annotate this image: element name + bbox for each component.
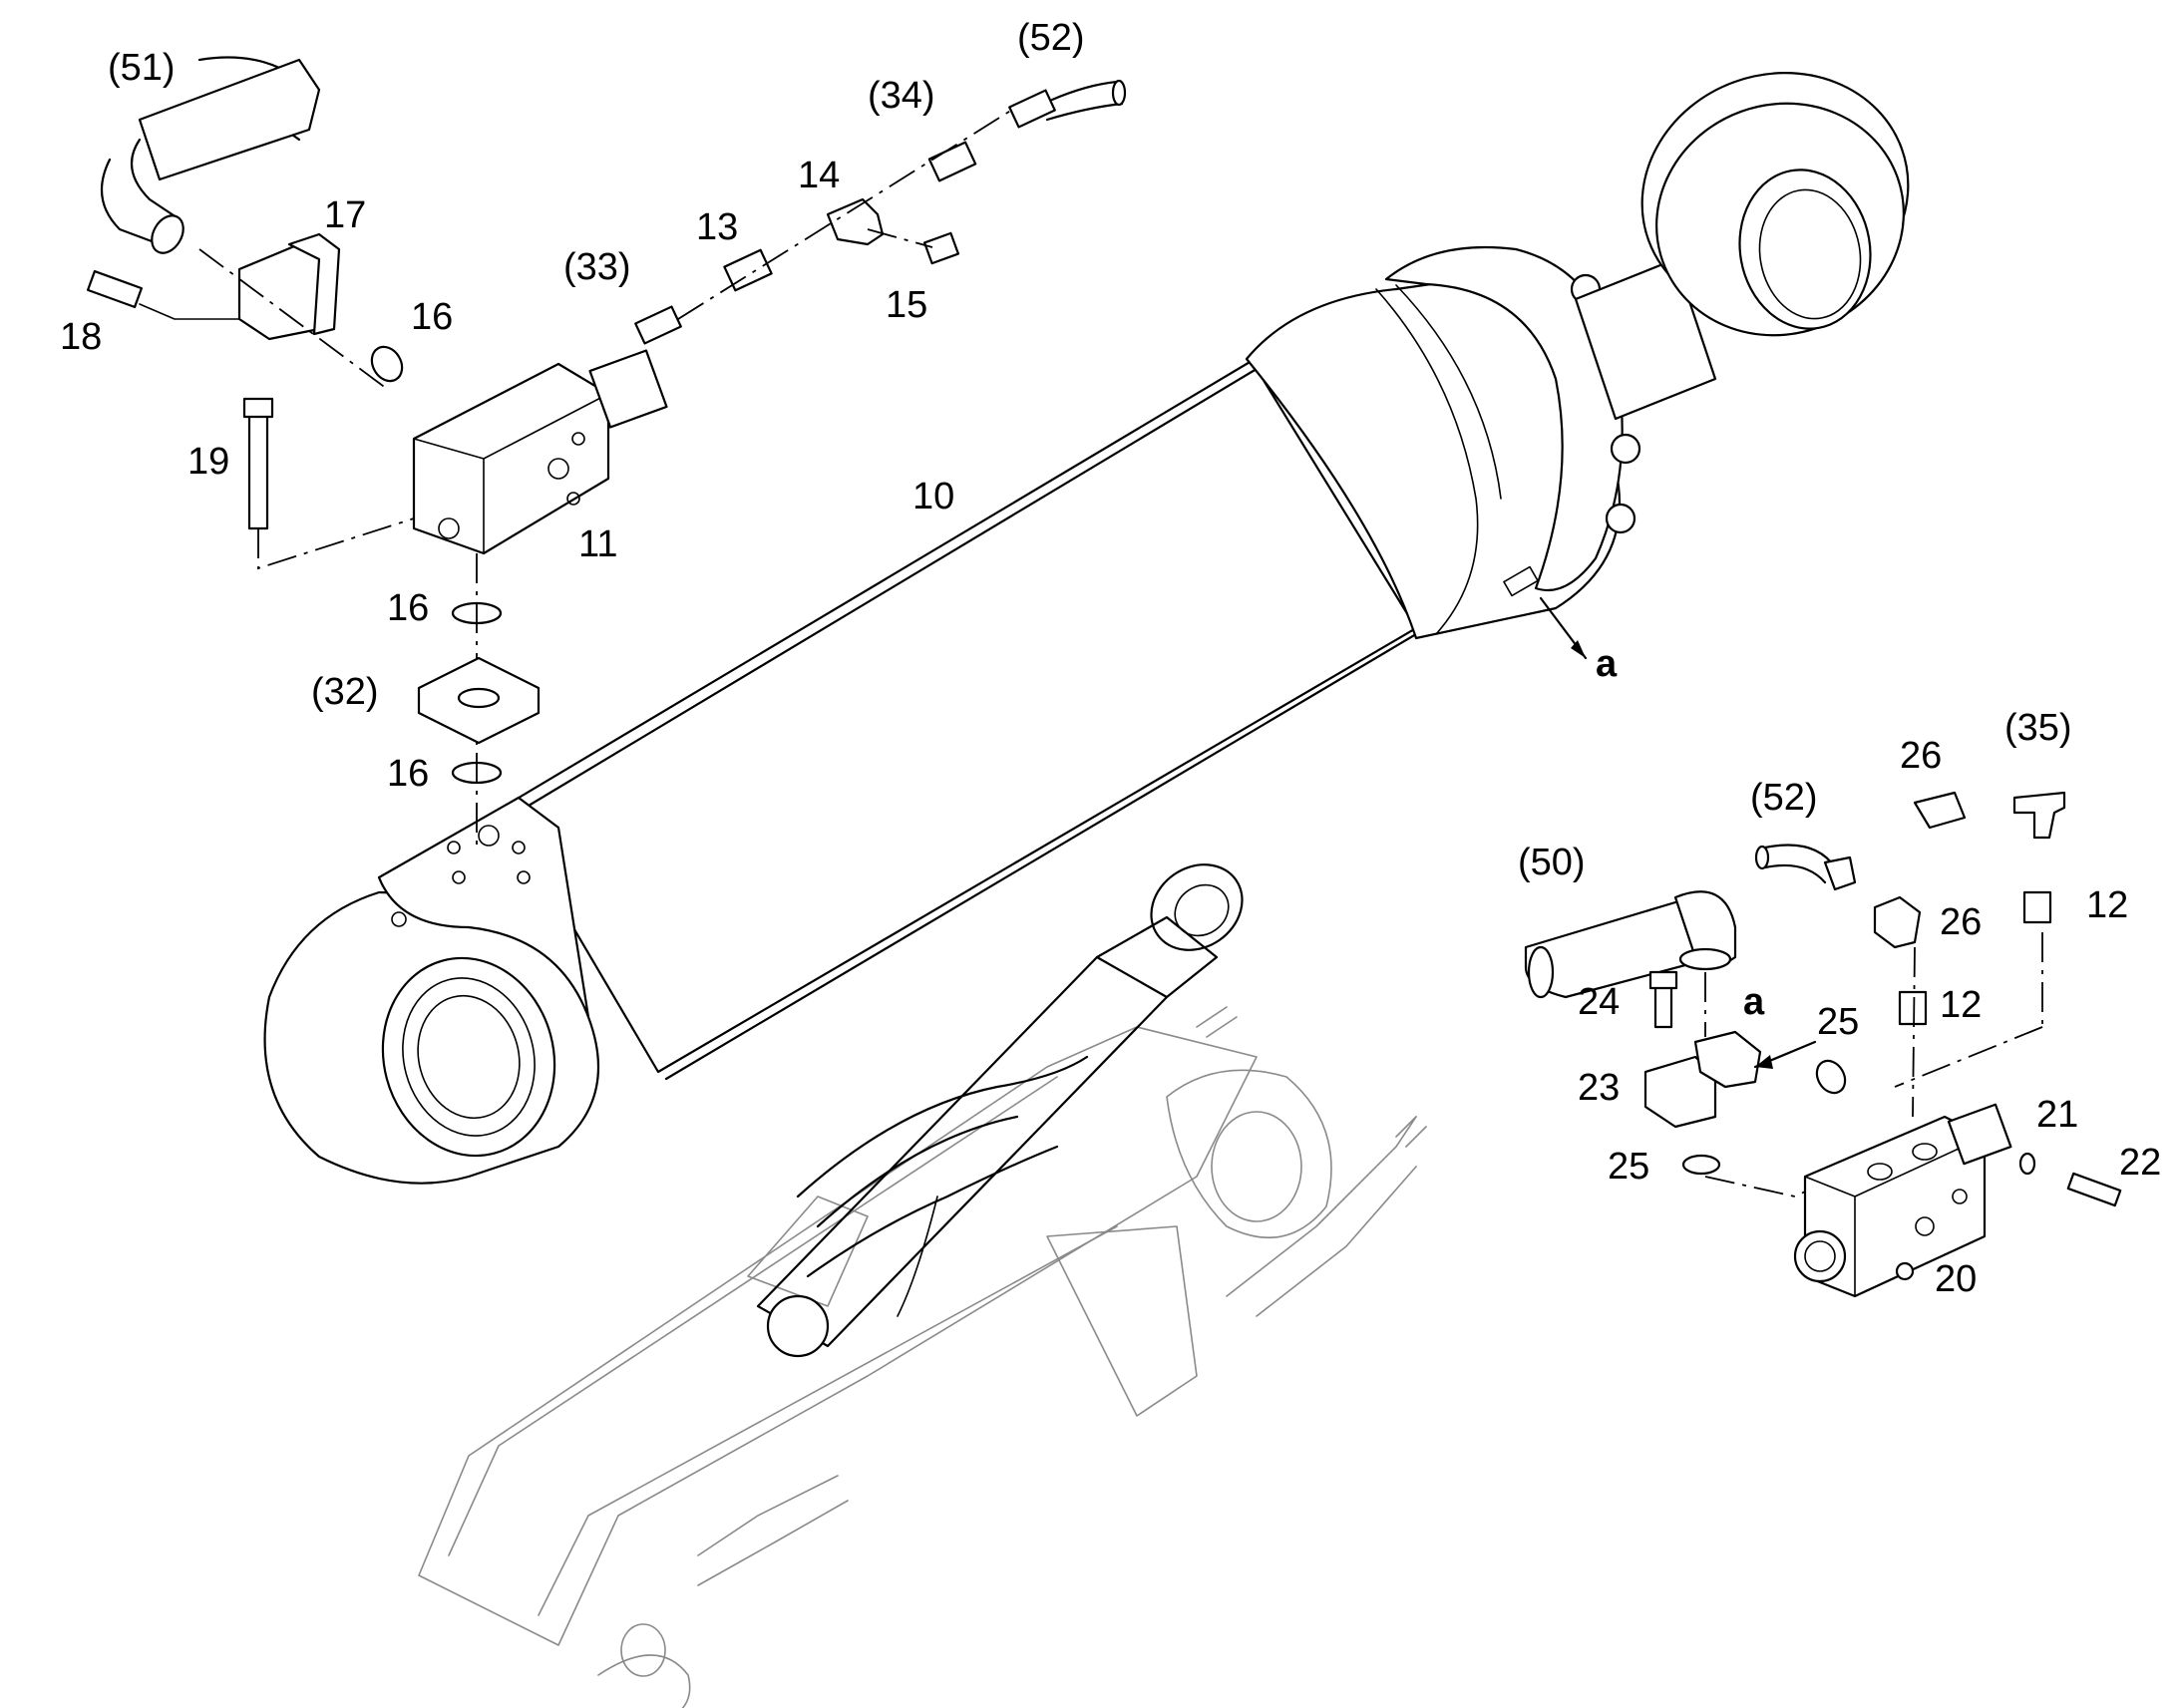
label-19: 19 <box>187 441 229 483</box>
label-25-top: 25 <box>1817 1001 1859 1043</box>
label-32: (32) <box>311 671 379 713</box>
label-51: (51) <box>108 47 176 89</box>
label-21: 21 <box>2036 1094 2078 1136</box>
arm-structure <box>418 863 1427 1708</box>
label-52-top: (52) <box>1017 17 1085 59</box>
label-10: 10 <box>912 476 954 517</box>
label-a-cylinder: a <box>1596 643 1618 685</box>
label-16-top: 16 <box>411 296 453 338</box>
label-12-right: 12 <box>2086 884 2128 926</box>
label-16-bottom: 16 <box>387 753 429 795</box>
upper-valve-assembly <box>86 56 1127 848</box>
label-52-right: (52) <box>1750 777 1818 819</box>
label-25-bottom: 25 <box>1608 1146 1649 1188</box>
label-23: 23 <box>1578 1067 1620 1109</box>
label-20: 20 <box>1935 1258 1977 1300</box>
label-26-top: 26 <box>1900 735 1942 777</box>
hydraulic-cylinder <box>263 72 1910 1185</box>
part-labels: (51) (52) (34) 14 13 (33) 15 17 16 18 19… <box>60 17 2161 1300</box>
label-13: 13 <box>696 206 738 248</box>
lower-valve-assembly <box>1524 791 2122 1298</box>
label-12-mid: 12 <box>1940 984 1982 1026</box>
label-34: (34) <box>868 75 935 117</box>
label-17: 17 <box>324 194 366 236</box>
label-33: (33) <box>563 246 631 288</box>
label-50: (50) <box>1518 842 1586 883</box>
label-24: 24 <box>1578 981 1620 1023</box>
label-22: 22 <box>2119 1142 2161 1184</box>
label-a-valve: a <box>1743 981 1765 1023</box>
label-14: 14 <box>798 155 840 196</box>
label-35: (35) <box>2004 707 2072 749</box>
label-18: 18 <box>60 316 102 358</box>
label-16-mid: 16 <box>387 587 429 629</box>
label-26-mid: 26 <box>1940 901 1982 943</box>
label-11: 11 <box>578 523 617 565</box>
label-15: 15 <box>886 284 927 326</box>
